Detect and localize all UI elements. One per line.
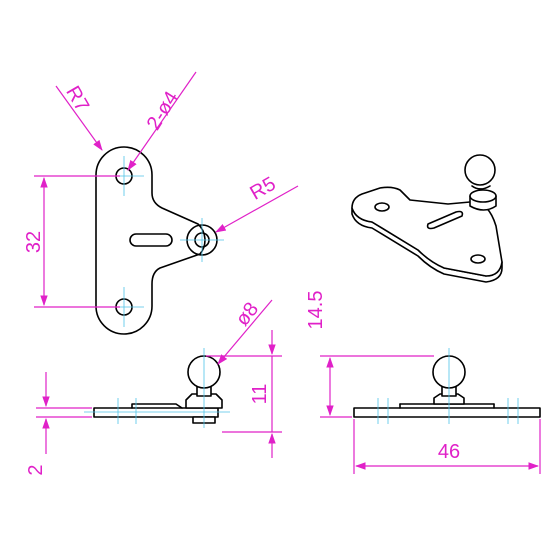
- front-view-plate-step: [131, 403, 183, 409]
- iso-slot: [426, 210, 464, 230]
- dim-hole-spacing-label: 32: [23, 231, 45, 253]
- dim-hole-spacing: 32: [23, 175, 120, 308]
- top-view: [95, 146, 224, 335]
- dim-plate-thickness: 2: [25, 372, 92, 476]
- dim-ball-boss-radius: R5: [215, 173, 299, 233]
- dim-corner-radius: R7: [55, 82, 103, 151]
- dim-corner-radius-label: R7: [61, 82, 93, 115]
- dim-plate-length: 46: [353, 419, 541, 474]
- dim-ball-height: 11: [206, 330, 282, 458]
- front-view: [84, 348, 230, 428]
- dim-overall-height: 14.5: [305, 291, 434, 418]
- top-view-slot: [129, 233, 173, 247]
- iso-hole-right: [470, 254, 486, 264]
- side-view-plate: [353, 407, 541, 418]
- dim-ball-diameter-label: ø8: [231, 298, 263, 330]
- dim-holes-label: 2-ø4: [143, 88, 183, 135]
- dim-ball-boss-radius-label: R5: [246, 173, 279, 205]
- iso-hole-left: [374, 202, 390, 212]
- dim-ball-diameter: ø8: [217, 298, 273, 365]
- dim-holes: 2-ø4: [127, 71, 197, 171]
- dim-plate-length-label: 46: [438, 441, 460, 463]
- iso-plate-top: [351, 186, 503, 277]
- dim-overall-height-label: 14.5: [305, 291, 327, 330]
- dim-ball-height-label: 11: [249, 384, 271, 405]
- front-view-plate: [93, 407, 219, 418]
- iso-stud-base: [469, 189, 497, 203]
- isometric-view: [351, 154, 503, 283]
- side-view: [353, 348, 541, 424]
- dim-plate-thickness-label: 2: [25, 464, 47, 475]
- top-view-plate-outline: [95, 146, 206, 335]
- iso-ball: [464, 154, 496, 186]
